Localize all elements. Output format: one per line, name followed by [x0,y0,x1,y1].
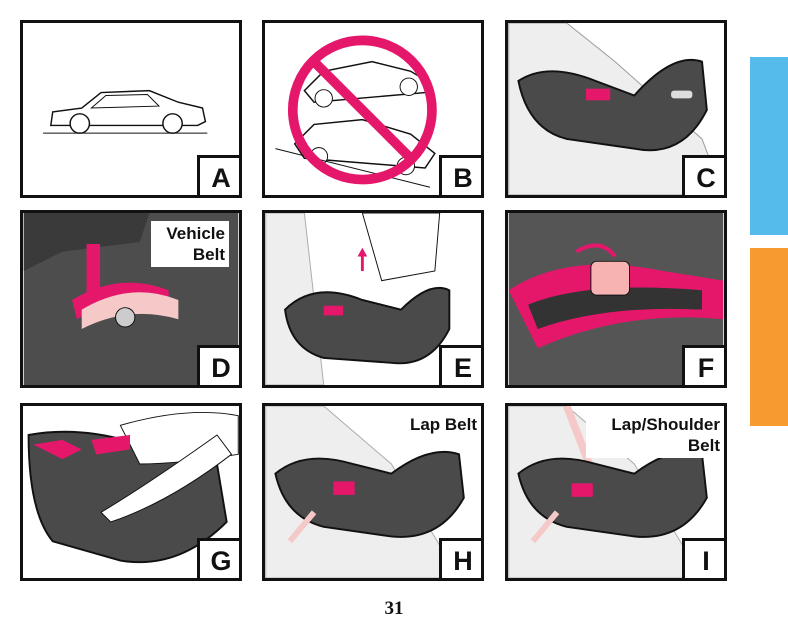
car-illustration [43,89,208,134]
lap-shoulder-belt-installed-illustration [508,406,708,578]
panel-f: F [505,210,727,388]
panel-letter: I [682,538,724,578]
prohibited-incline-illustration [275,35,437,188]
panel-letter: B [439,155,481,195]
panel-letter: E [439,345,481,385]
panel-a: A [20,20,242,198]
panel-b: B [262,20,484,198]
press-seat-down-illustration [265,213,451,385]
panel-letter: C [682,155,724,195]
panel-h: Lap Belt H [262,403,484,581]
section-tab-blue [750,57,788,235]
panel-letter: G [197,538,239,578]
lap-belt-installed-illustration [265,406,465,578]
page-number: 31 [384,598,404,619]
vehicle-belt-callout: Vehicle Belt [151,221,229,267]
section-tab-orange [750,248,788,426]
panel-c: C [505,20,727,198]
lap-belt-callout: Lap Belt [405,412,481,437]
rock-seat-illustration [27,411,239,564]
panel-letter: A [197,155,239,195]
panel-g: G [20,403,242,581]
lap-shoulder-belt-callout: Lap/Shoulder Belt [586,412,724,458]
panel-letter: D [197,345,239,385]
car-seat-illustration [508,23,724,195]
panel-e: E [262,210,484,388]
panel-letter: F [682,345,724,385]
panel-letter: H [439,538,481,578]
panel-i: Lap/Shoulder Belt I [505,403,727,581]
panel-d: Vehicle Belt D [20,210,242,388]
